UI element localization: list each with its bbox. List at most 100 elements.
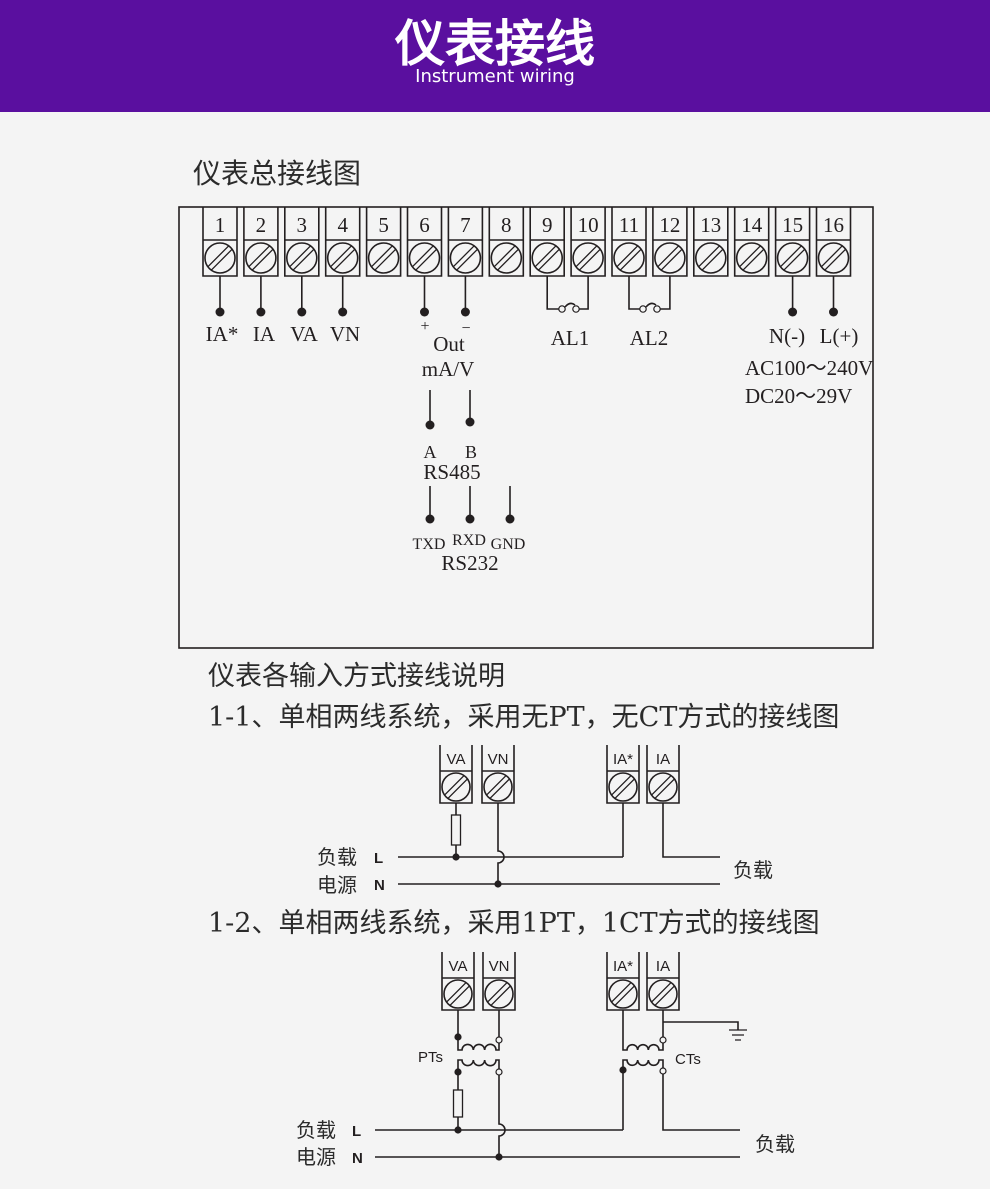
mode-1-1-terminal-1-label: VA: [447, 751, 466, 768]
output-minus-sign: −: [461, 320, 470, 337]
alarm-2-contact-left: [639, 305, 647, 313]
terminal-3-label: 3: [297, 213, 308, 237]
mode-1-1-terminal-4-screw-icon: [648, 772, 678, 802]
mode-1-1-terminal-4-label: IA: [656, 751, 670, 768]
mode-1-1-terminal-4: IA: [646, 745, 680, 804]
terminal-9-label: 9: [542, 213, 553, 237]
mode-1-2-terminal-1-label: VA: [449, 958, 468, 975]
terminal-1-screw-slot: [207, 245, 233, 271]
terminal-12-screw-icon: [654, 242, 686, 274]
mode-1-2-pt-terminal-upper: [495, 1036, 503, 1044]
page-title: 仪表接线: [395, 15, 595, 73]
output-plus-sign: +: [420, 318, 429, 335]
mode-1-1-terminal-1-screw-slot: [444, 775, 468, 799]
terminal-14-frame: [733, 207, 770, 277]
rs485-a-label: A: [424, 442, 437, 462]
terminal-6-screw-slot: [411, 245, 438, 271]
alarm-1-relay-contact: [546, 276, 589, 310]
terminal-13-screw-icon: [694, 242, 727, 274]
header-banner: 仪表接线 Instrument wiring: [0, 0, 990, 112]
terminal-11-label: 11: [619, 213, 639, 237]
terminal-16-screw-slot: [820, 245, 847, 271]
mode-1-2-terminal-1: VA: [441, 952, 475, 1011]
terminal-5-screw-slot: [370, 245, 397, 271]
rs485-dot-a: [425, 420, 435, 430]
alarm-2-label: AL2: [630, 326, 669, 350]
mode-1-2-ct-secondary-coil-icon: [622, 1010, 664, 1051]
rs232-label: RS232: [441, 551, 498, 575]
dot-terminal-3: [297, 307, 307, 317]
power-dc-range: DC20～29V: [745, 384, 852, 408]
rs232-dot-gnd: [505, 514, 515, 524]
mode-1-1-dot-va: [452, 853, 460, 861]
terminal-9: 9: [529, 207, 565, 277]
instrument-outline-box: [178, 206, 874, 649]
label-vn: VN: [330, 322, 360, 346]
power-neutral-label: N(-): [769, 324, 805, 348]
mode-1-1-fuse-icon: [450, 814, 462, 846]
terminal-5-frame: [365, 207, 402, 277]
mode-1-1-title: 1-1、单相两线系统，采用无PT，无CT方式的接线图: [208, 702, 839, 733]
mode-1-2-terminal-2-screw-slot: [487, 982, 511, 1006]
terminal-9-screw-slot: [534, 245, 560, 271]
terminal-13-label: 13: [700, 213, 721, 237]
terminal-2: 2: [243, 207, 279, 277]
terminal-4-label: 4: [337, 213, 348, 237]
mode-1-2-terminal-3-screw-slot: [611, 982, 635, 1006]
mode-1-1-right-load-label: 负载: [733, 858, 773, 882]
mode-1-2-n-label: N: [352, 1150, 363, 1167]
terminal-14-screw-icon: [735, 242, 768, 274]
label-ia: IA: [253, 322, 276, 346]
dot-terminal-15: [788, 307, 798, 317]
mode-1-2-terminal-2-screw-icon: [484, 979, 514, 1009]
ground-icon: [729, 1029, 747, 1041]
main-diagram-heading: 仪表总接线图: [193, 157, 361, 190]
mode-1-2-terminal-4-label: IA: [656, 958, 670, 975]
terminal-1-label: 1: [215, 213, 226, 237]
mode-1-2-pt-primary-coil-icon: [457, 1037, 500, 1051]
mode-1-2-pt-terminal-lower: [495, 1068, 503, 1076]
terminal-6-screw-icon: [408, 242, 441, 274]
power-ac-range: AC100～240V: [745, 356, 873, 380]
terminal-3: 3: [284, 207, 320, 277]
mode-1-1-wire-vn: [497, 803, 505, 884]
mode-1-2-wire-vn-lower: [498, 1075, 506, 1157]
terminal-11-screw-icon: [613, 242, 645, 274]
terminal-4-screw-icon: [326, 242, 359, 274]
rs232-dot-rxd: [465, 514, 475, 524]
output-label: Out: [433, 332, 465, 356]
mode-1-1-terminal-3-screw-slot: [611, 775, 635, 799]
mode-1-2-ct-label: CTs: [675, 1051, 701, 1068]
mode-1-1-terminal-2-label: VN: [488, 751, 509, 768]
rs232-dot-txd: [425, 514, 435, 524]
mode-1-1-load-label: 负载: [317, 845, 357, 869]
dot-terminal-7: [460, 307, 470, 317]
terminal-5: 5: [365, 207, 402, 277]
terminal-4: 4: [324, 207, 361, 277]
terminal-11-screw-slot: [616, 245, 642, 271]
mode-1-2-terminal-3: IA*: [606, 952, 640, 1011]
alarm-2-contact-right: [653, 305, 661, 313]
mode-1-1-terminal-2-screw-slot: [486, 775, 510, 799]
terminal-12-label: 12: [659, 213, 680, 237]
terminal-8-screw-slot: [493, 245, 519, 271]
terminal-7-screw-icon: [449, 242, 482, 274]
mode-1-2-fuse-icon: [452, 1089, 464, 1118]
mode-1-2-source-label: 电源: [296, 1145, 336, 1169]
terminal-13-screw-slot: [698, 245, 724, 271]
terminal-2-screw-icon: [245, 242, 277, 274]
terminal-3-screw-slot: [289, 245, 315, 271]
output-unit: mA/V: [422, 357, 475, 381]
alarm-1-contact-left: [558, 305, 566, 313]
dot-terminal-2: [256, 307, 266, 317]
alarm-1-label: AL1: [551, 326, 590, 350]
terminal-2-screw-slot: [248, 245, 274, 271]
terminal-16-screw-icon: [817, 242, 850, 274]
terminal-16-label: 16: [823, 213, 844, 237]
terminal-8-frame: [488, 207, 525, 277]
terminal-10-screw-icon: [572, 242, 604, 274]
alarm-2-relay-contact: [628, 276, 671, 310]
dot-terminal-4: [338, 307, 348, 317]
terminal-3-screw-icon: [285, 242, 318, 274]
